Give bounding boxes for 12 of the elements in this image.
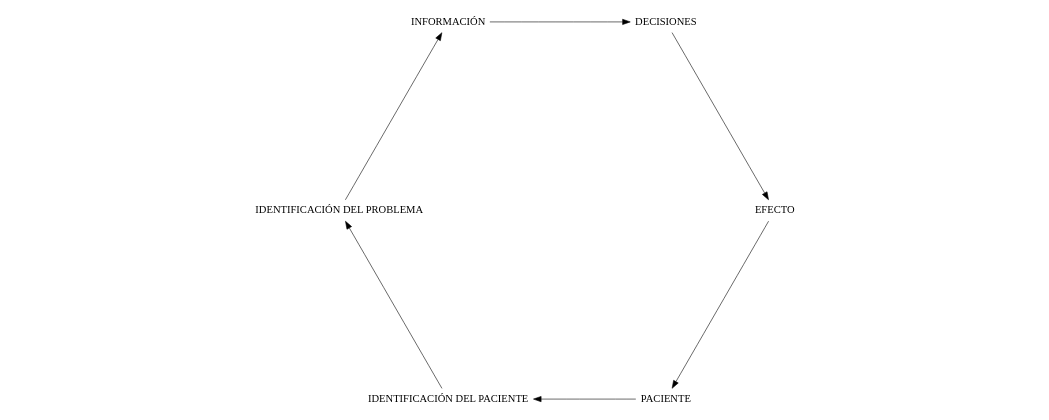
arrow (489, 18, 631, 25)
arrow (344, 220, 442, 389)
node-text: INFORMACIÓN (410, 15, 485, 26)
node-text: IDENTIFICACIÓN DEL PROBLEMA (254, 203, 423, 215)
node-text: PACIENTE (640, 392, 691, 404)
node-text: IDENTIFICACIÓN DEL PACIENTE (367, 392, 528, 404)
node-text: DECISIONES (634, 15, 697, 26)
arrow (344, 31, 442, 200)
arrow (532, 395, 636, 402)
arrow (671, 220, 769, 389)
node-text: EFECTO (754, 203, 795, 215)
arrow (671, 31, 769, 200)
